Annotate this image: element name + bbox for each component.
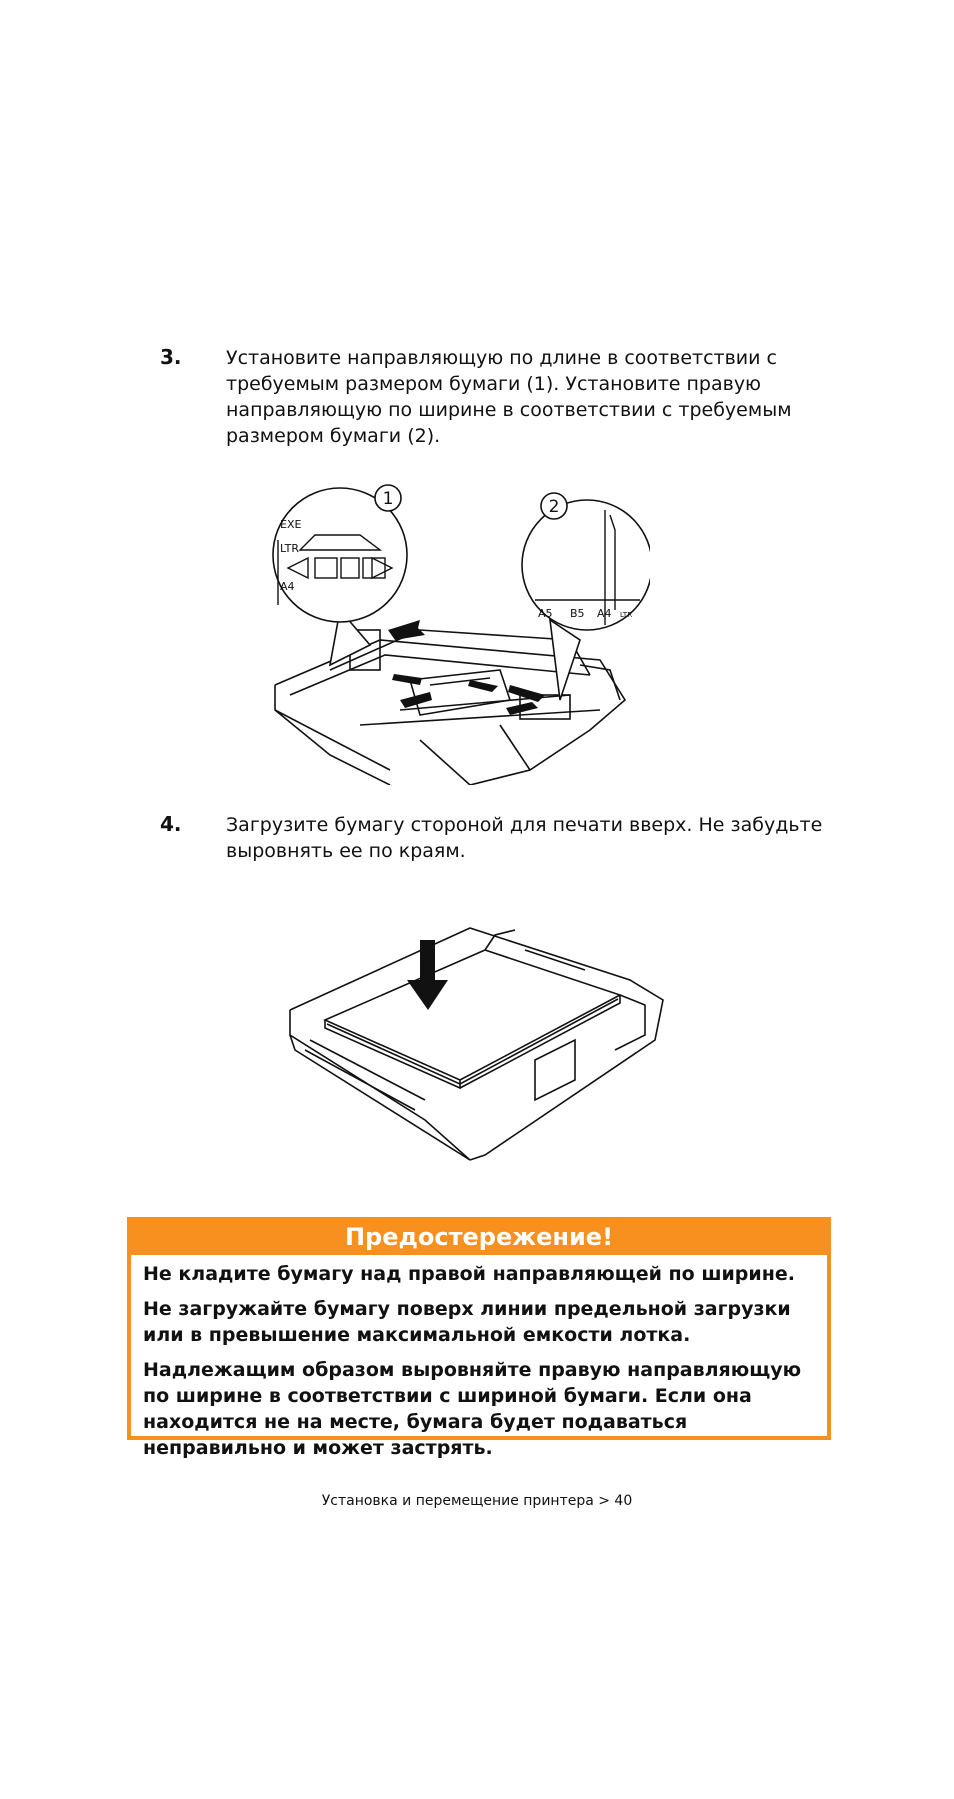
- width-label-a5: A5: [538, 607, 553, 620]
- caution-title: Предостережение!: [131, 1221, 827, 1255]
- tray-guides-drawing: EXE LTR A4 1 A5 B5 A4 LTR 2: [272, 484, 653, 786]
- tray-guides-illustration: EXE LTR A4 1 A5 B5 A4 LTR 2: [270, 470, 653, 786]
- width-label-a4: A4: [597, 607, 612, 620]
- caution-paragraph: Не кладите бумагу над правой направляюще…: [143, 1263, 795, 1285]
- callout-2-label: 2: [549, 497, 560, 517]
- paper-loading-illustration: [285, 910, 670, 1165]
- step-text: Установите направляющую по длине в соотв…: [226, 347, 792, 447]
- step-number: 4.: [160, 812, 182, 836]
- caution-body: Не кладите бумагу над правой направляюще…: [131, 1255, 827, 1461]
- step-number: 3.: [160, 345, 182, 369]
- len-label-exe: EXE: [280, 518, 301, 531]
- callout-1-label: 1: [383, 489, 394, 509]
- caution-box: Предостережение! Не кладите бумагу над п…: [127, 1217, 831, 1459]
- len-label-a4: A4: [280, 580, 295, 593]
- width-label-b5: B5: [570, 607, 585, 620]
- caution-paragraph: Надлежащим образом выровняйте правую нап…: [143, 1359, 802, 1459]
- width-label-ltr: LTR: [620, 611, 632, 619]
- caution-paragraph: Не загружайте бумагу поверх линии предел…: [143, 1298, 791, 1346]
- step-3: 3. Установите направляющую по длине в со…: [160, 345, 860, 455]
- page-footer: Установка и перемещение принтера > 40: [321, 1493, 633, 1509]
- len-label-ltr: LTR: [280, 542, 299, 555]
- step-text: Загрузите бумагу стороной для печати вве…: [226, 814, 823, 862]
- step-4: 4. Загрузите бумагу стороной для печати …: [160, 812, 860, 872]
- paper-loading-drawing: [289, 927, 664, 1161]
